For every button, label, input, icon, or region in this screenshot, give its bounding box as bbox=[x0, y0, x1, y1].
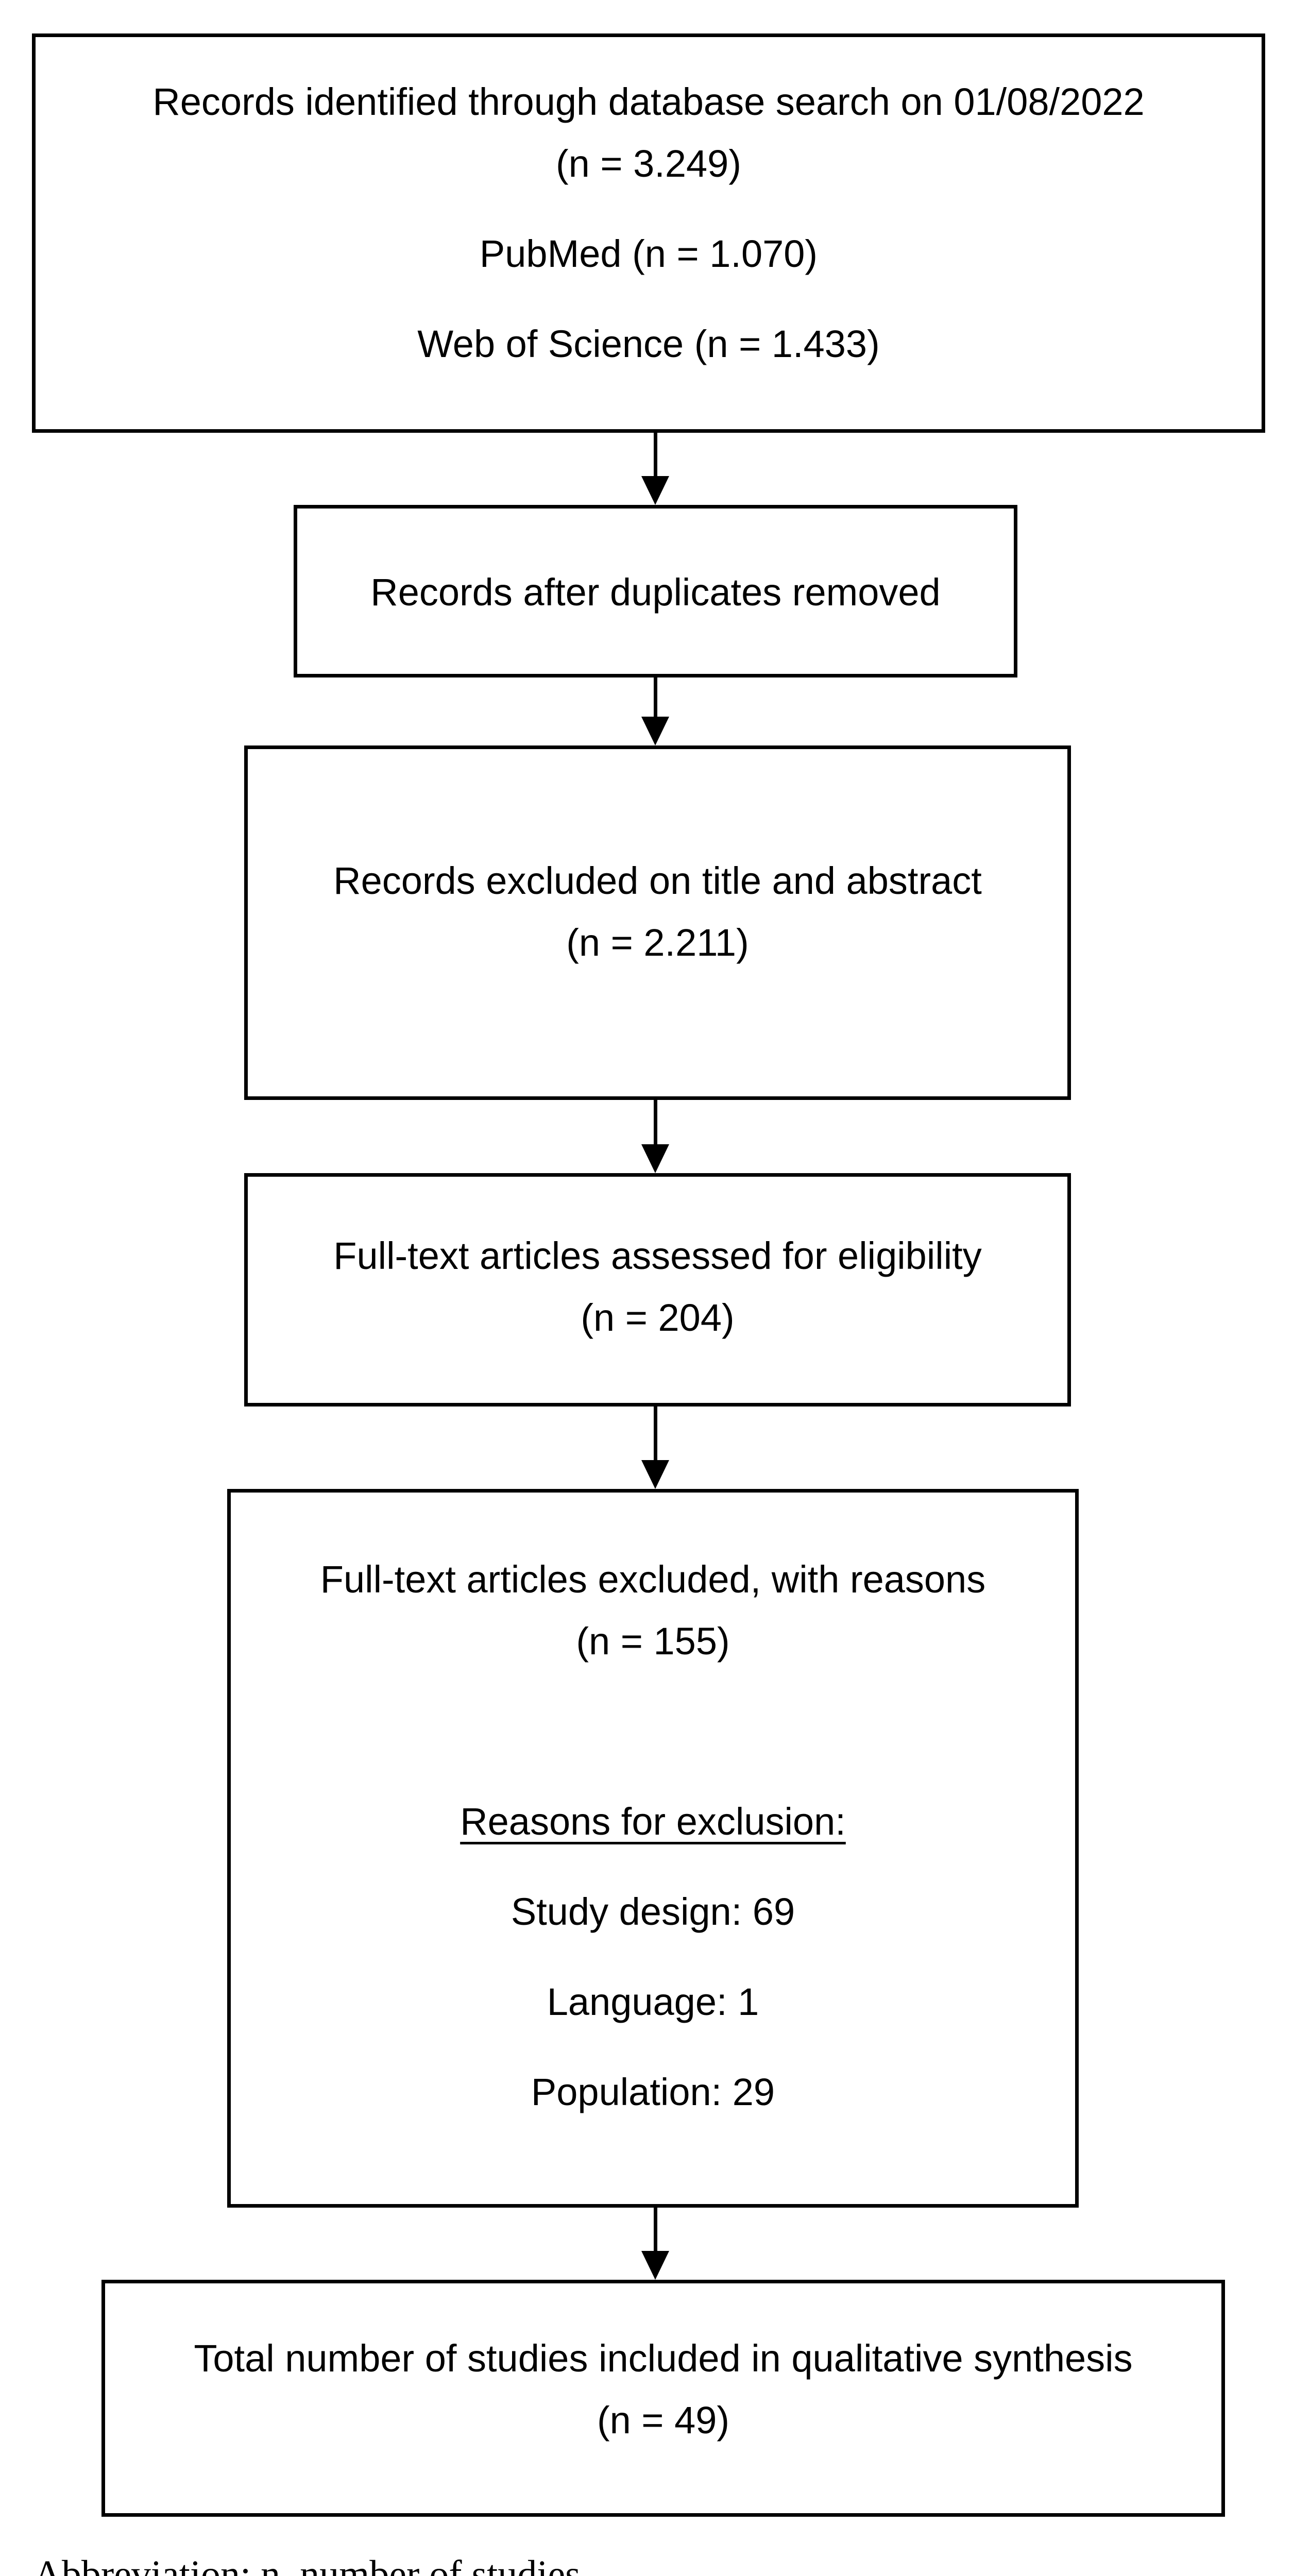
arrow-shaft bbox=[653, 433, 657, 476]
arrow-shaft bbox=[653, 677, 657, 717]
down-arrow-3 bbox=[641, 1100, 669, 1173]
box-line: Web of Science (n = 1.433) bbox=[417, 323, 880, 365]
box-line: Full-text articles excluded, with reason… bbox=[320, 1558, 986, 1601]
down-arrow-2 bbox=[641, 677, 669, 745]
arrow-shaft bbox=[653, 2208, 657, 2251]
box-line bbox=[231, 1701, 1075, 1762]
paragraph-gap bbox=[231, 1943, 1075, 1971]
box-line: Reasons for exclusion: bbox=[460, 1800, 846, 1843]
box-line: Population: 29 bbox=[531, 2071, 775, 2113]
paragraph-gap bbox=[231, 1762, 1075, 1791]
box-line: Records excluded on title and abstract bbox=[333, 859, 982, 902]
paragraph-gap bbox=[231, 2033, 1075, 2061]
arrow-shaft bbox=[653, 1100, 657, 1144]
box-included-qualitative-synthesis: Total number of studies included in qual… bbox=[101, 2280, 1225, 2517]
box-line: Records identified through database sear… bbox=[152, 80, 1145, 123]
box-line: (n = 2.211) bbox=[566, 921, 749, 964]
box-fulltext-assessed: Full-text articles assessed for eligibil… bbox=[244, 1173, 1071, 1406]
footnote: Abbreviation: n, number of studies. bbox=[33, 2553, 590, 2576]
paragraph-gap bbox=[231, 1672, 1075, 1701]
box-records-identified: Records identified through database sear… bbox=[32, 33, 1265, 433]
arrow-head-icon bbox=[641, 2251, 669, 2280]
paragraph-gap bbox=[231, 1853, 1075, 1881]
arrow-head-icon bbox=[641, 476, 669, 505]
box-line: (n = 49) bbox=[597, 2399, 730, 2442]
down-arrow-1 bbox=[641, 433, 669, 505]
down-arrow-4 bbox=[641, 1406, 669, 1489]
arrow-head-icon bbox=[641, 1460, 669, 1489]
box-line: Study design: 69 bbox=[511, 1890, 795, 1933]
box-line: (n = 204) bbox=[581, 1296, 735, 1339]
box-line: Full-text articles assessed for eligibil… bbox=[333, 1234, 982, 1277]
box-duplicates-removed: Records after duplicates removed bbox=[294, 505, 1017, 677]
arrow-shaft bbox=[653, 1406, 657, 1460]
arrow-head-icon bbox=[641, 1144, 669, 1173]
box-excluded-title-abstract: Records excluded on title and abstract (n… bbox=[244, 745, 1071, 1100]
box-line: (n = 155) bbox=[576, 1620, 730, 1663]
box-fulltext-excluded: Full-text articles excluded, with reason… bbox=[227, 1489, 1079, 2208]
box-line: PubMed (n = 1.070) bbox=[479, 232, 818, 275]
box-line: Total number of studies included in qual… bbox=[194, 2337, 1133, 2380]
paragraph-gap bbox=[36, 285, 1262, 313]
paragraph-gap bbox=[36, 195, 1262, 223]
box-line: (n = 3.249) bbox=[556, 142, 741, 185]
down-arrow-5 bbox=[641, 2208, 669, 2280]
box-line: Records after duplicates removed bbox=[370, 571, 941, 614]
box-line: Language: 1 bbox=[547, 1980, 759, 2023]
arrow-head-icon bbox=[641, 717, 669, 745]
